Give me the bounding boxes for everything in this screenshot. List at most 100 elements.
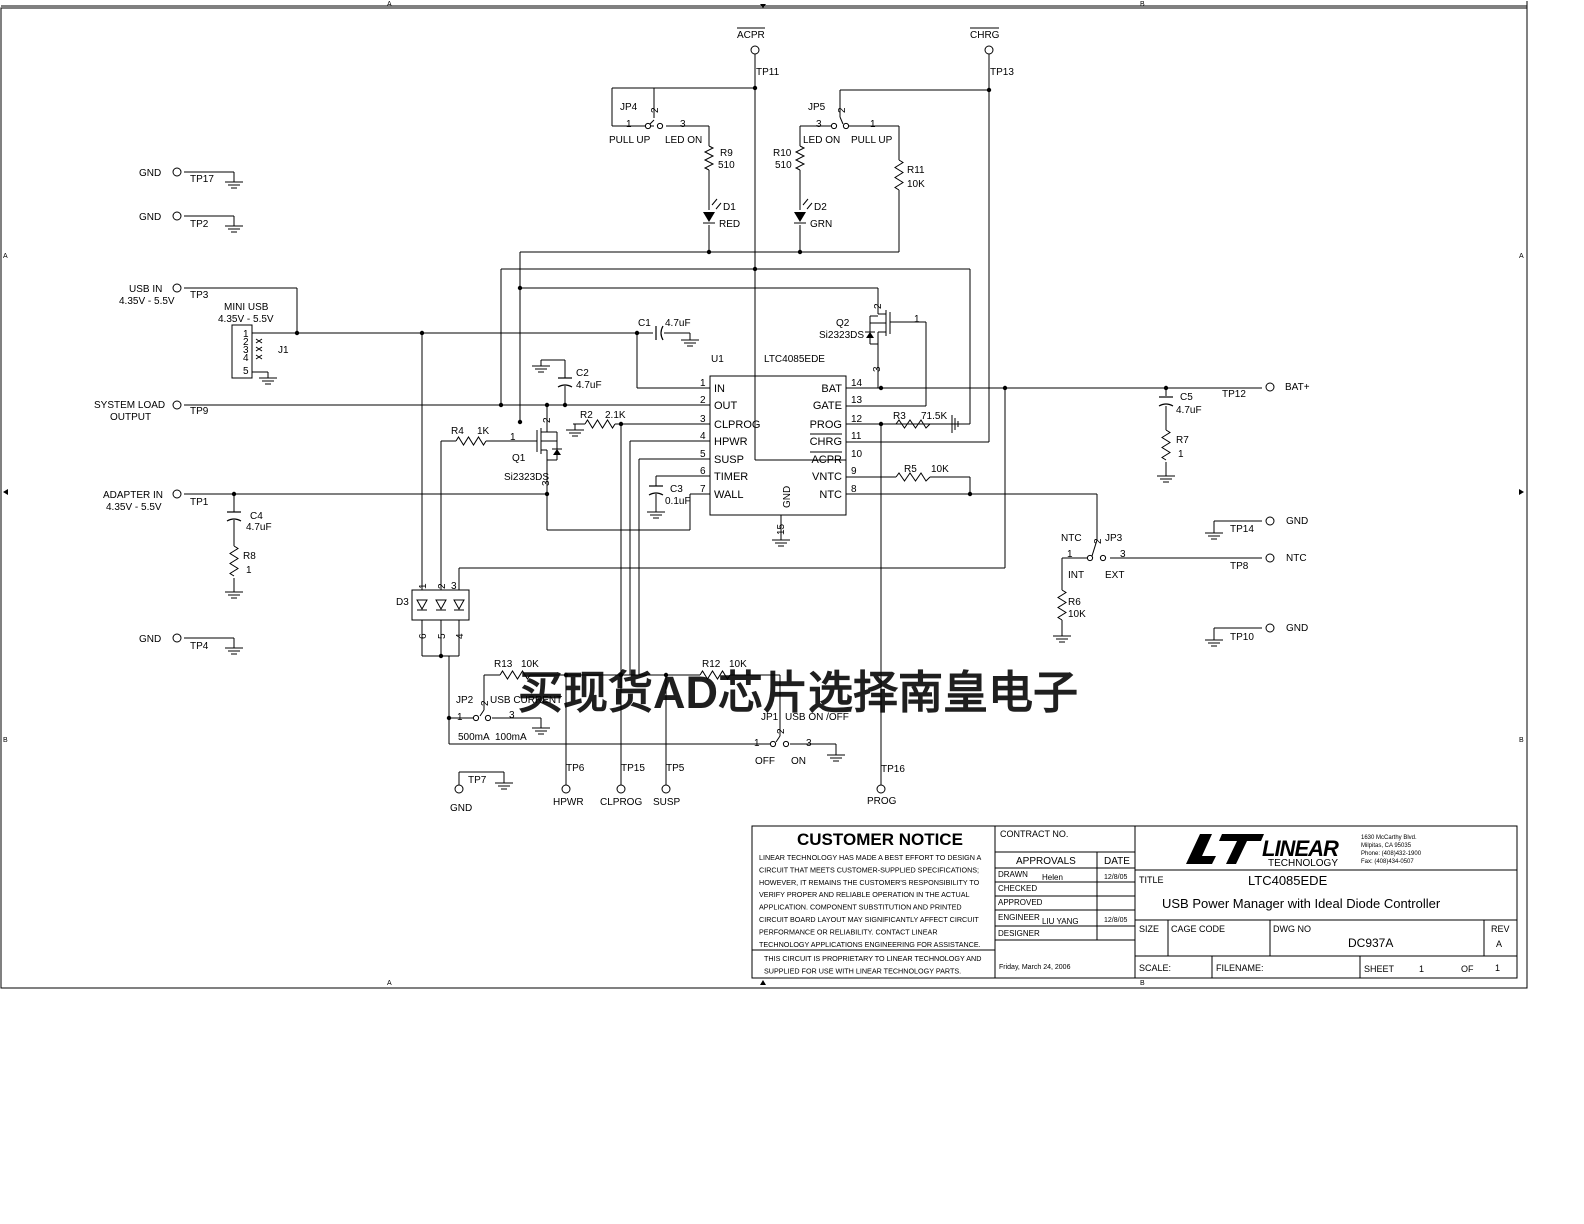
designer-label: DESIGNER — [998, 929, 1040, 938]
wires — [184, 50, 1262, 785]
jp5-label: JP5 — [808, 102, 826, 113]
linear-logo: LINEAR TECHNOLOGY — [1186, 834, 1340, 869]
r6-ref: R6 — [1068, 597, 1081, 608]
tp16-label: TP16 — [881, 764, 905, 775]
d3-pin6: 6 — [418, 633, 429, 639]
d2-value: GRN — [810, 219, 832, 230]
ic-pin-name: IN — [714, 383, 725, 395]
zone-label: B — [1140, 980, 1145, 987]
address-line: Phone: (408)432-1900 — [1361, 851, 1422, 857]
r7-value: 1 — [1178, 449, 1184, 460]
d1-ref: D1 — [723, 202, 736, 213]
r3-ref: R3 — [893, 411, 906, 422]
notice-line: APPLICATION. COMPONENT SUBSTITUTION AND … — [759, 903, 962, 912]
notice-line: PERFORMANCE OR RELIABILITY. CONTACT LINE… — [759, 927, 938, 936]
ic-pin-number: 8 — [851, 484, 857, 495]
jp5-pin1: 1 — [870, 119, 876, 130]
jp3-pin3: 3 — [1120, 549, 1126, 560]
ntc-port-label: NTC — [1286, 553, 1307, 564]
scale-label: SCALE: — [1139, 963, 1171, 973]
ic-pin-number: 13 — [851, 395, 863, 406]
j1-pin4: 4 — [243, 353, 249, 364]
notice-title: CUSTOMER NOTICE — [797, 830, 963, 849]
jp3-pin1: 1 — [1067, 549, 1073, 560]
tp11-label: TP11 — [756, 67, 780, 78]
jp5-pin3: 3 — [816, 119, 822, 130]
jp5-pin2: 2 — [837, 107, 848, 113]
jp1-on: ON — [791, 756, 806, 767]
jp4-ledon: LED ON — [665, 135, 702, 146]
ic-pin-name: BAT — [821, 383, 842, 395]
drawn-label: DRAWN — [998, 870, 1028, 879]
title-block: CUSTOMER NOTICE LINEAR TECHNOLOGY HAS MA… — [751, 825, 1518, 979]
j1-ref: J1 — [278, 345, 289, 356]
approvals-label: APPROVALS — [1016, 856, 1076, 867]
jp4-pullup: PULL UP — [609, 135, 651, 146]
c5-ref: C5 — [1180, 392, 1193, 403]
c2-value: 4.7uF — [576, 380, 602, 391]
q2-pin1: 1 — [914, 314, 920, 325]
title-label: TITLE — [1139, 875, 1164, 885]
jp1-label: JP1 — [761, 712, 779, 723]
system-load-label: SYSTEM LOAD — [94, 400, 165, 411]
r10-value: 510 — [775, 160, 792, 171]
j1-pin5: 5 — [243, 366, 249, 377]
system-load-output: OUTPUT — [110, 412, 151, 423]
rev-value: A — [1496, 939, 1502, 949]
engineer-name: LIU YANG — [1042, 917, 1079, 926]
adapter-in-label: ADAPTER IN — [103, 490, 163, 501]
ic-pin-number: 4 — [700, 431, 706, 442]
ic-pin-number: 14 — [851, 378, 863, 389]
c2-ref: C2 — [576, 368, 589, 379]
r8-value: 1 — [246, 565, 252, 576]
capacitors — [226, 325, 1174, 522]
tp5-label: TP5 — [666, 763, 685, 774]
tp6-label: TP6 — [566, 763, 585, 774]
r13-value: 10K — [521, 659, 539, 670]
mini-usb-label: MINI USB — [224, 302, 269, 313]
jp1-pin1: 1 — [754, 738, 760, 749]
q1-mosfet — [531, 425, 562, 475]
gnd-port-label: GND — [1286, 623, 1308, 634]
tp10-label: TP10 — [1230, 632, 1254, 643]
q1-pin1: 1 — [510, 432, 516, 443]
checked-label: CHECKED — [998, 884, 1037, 893]
dwg-number: DC937A — [1348, 936, 1393, 950]
notice-line: VERIFY PROPER AND RELIABLE OPERATION IN … — [759, 890, 970, 899]
jp4-pin3: 3 — [680, 119, 686, 130]
r9-value: 510 — [718, 160, 735, 171]
zone-label: B — [1519, 737, 1524, 744]
sheet-label: SHEET — [1364, 964, 1395, 974]
j1-connector — [231, 324, 263, 379]
c4-ref: C4 — [250, 511, 263, 522]
j1-pin1: 1 — [243, 329, 249, 340]
q1-pin3: 3 — [541, 480, 552, 486]
r12-ref: R12 — [702, 659, 721, 670]
notice-line: TECHNOLOGY APPLICATIONS ENGINEERING FOR … — [759, 940, 981, 949]
d3-pin1: 1 — [418, 583, 429, 589]
q2-part: Si2323DS — [819, 330, 864, 341]
r2-value: 2.1K — [605, 410, 626, 421]
d3-pin4: 4 — [455, 633, 466, 639]
j1-pin2: 2 — [243, 337, 249, 348]
sheet-frame: A B A B A B A B — [0, 1, 1528, 989]
jp2-pin2: 2 — [480, 700, 491, 706]
of-label: OF — [1461, 964, 1474, 974]
size-label: SIZE — [1139, 924, 1159, 934]
drawn-date: 12/8/05 — [1104, 874, 1127, 881]
q2-ref: Q2 — [836, 318, 850, 329]
junctions — [231, 85, 1169, 721]
d3-pin3: 3 — [451, 581, 457, 592]
r8-ref: R8 — [243, 551, 256, 562]
chrg-label: CHRG — [970, 30, 1000, 41]
r11-ref: R11 — [907, 165, 925, 176]
jp2-500ma: 500mA — [458, 732, 490, 743]
address-line: 1630 McCarthy Blvd. — [1361, 835, 1417, 841]
tp7-gnd: GND — [450, 803, 472, 814]
u1-gnd-pin-num: 15 — [776, 523, 787, 535]
sheet-number: 1 — [1419, 964, 1424, 974]
d3-pin5: 5 — [437, 633, 448, 639]
ic-pin-number: 5 — [700, 449, 706, 460]
ic-pin-name: ACPR — [811, 454, 842, 466]
